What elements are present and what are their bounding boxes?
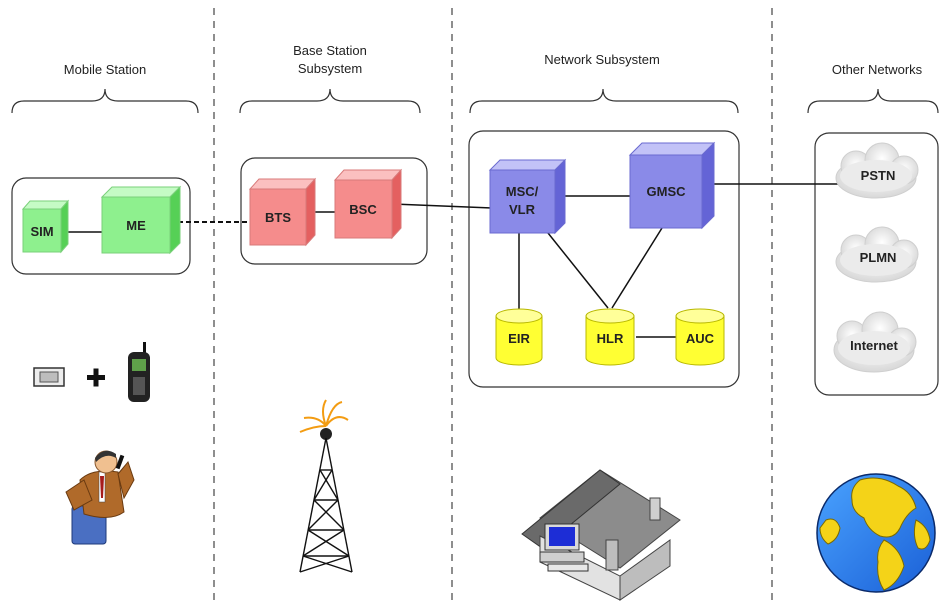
radio-tower-icon [299, 399, 353, 573]
header-bss-line2: Subsystem [298, 61, 362, 76]
link-bsc-msc [392, 203, 493, 209]
msc-vlr-node: MSC/ VLR [488, 158, 567, 235]
link-msc-hlr [547, 232, 609, 309]
bsc-label: BSC [349, 202, 377, 217]
header-mobile-station: Mobile Station [64, 62, 146, 77]
connection-lines [68, 183, 838, 338]
msc-label-line2: VLR [509, 202, 536, 217]
eir-database: EIR [495, 308, 543, 366]
pstn-cloud: PSTN [835, 142, 919, 199]
eir-label: EIR [508, 331, 530, 346]
auc-database: AUC [675, 308, 725, 366]
msc-label-line1: MSC/ [506, 184, 539, 199]
me-label: ME [126, 218, 146, 233]
globe-icon [816, 473, 936, 593]
hlr-database: HLR [585, 308, 635, 366]
sim-card-icon [33, 367, 65, 387]
brace-bss [239, 88, 421, 114]
brace-nss [469, 88, 739, 114]
pstn-label: PSTN [861, 168, 896, 183]
link-gmsc-hlr [611, 227, 663, 309]
plmn-cloud: PLMN [835, 226, 919, 283]
house-with-computer-icon [521, 469, 681, 601]
mobile-phone-icon [128, 342, 150, 402]
brace-mobile-station [11, 88, 199, 114]
internet-label: Internet [850, 338, 898, 353]
auc-label: AUC [686, 331, 715, 346]
hlr-label: HLR [597, 331, 624, 346]
header-other-networks: Other Networks [832, 62, 923, 77]
bsc-node: BSC [333, 168, 403, 240]
plmn-label: PLMN [860, 250, 897, 265]
bts-node: BTS [248, 177, 317, 247]
me-node: ME [100, 185, 182, 255]
section-braces [11, 88, 939, 114]
gmsc-node: GMSC [628, 141, 716, 230]
sim-node: SIM [21, 199, 70, 254]
plus-sign-icon [87, 368, 105, 387]
person-on-phone-icon [65, 450, 135, 545]
internet-cloud: Internet [833, 311, 917, 373]
brace-other-networks [807, 88, 939, 114]
header-network-subsystem: Network Subsystem [544, 52, 660, 67]
bts-label: BTS [265, 210, 291, 225]
header-bss-line1: Base Station [293, 43, 367, 58]
sim-label: SIM [30, 224, 53, 239]
gmsc-label: GMSC [647, 184, 687, 199]
